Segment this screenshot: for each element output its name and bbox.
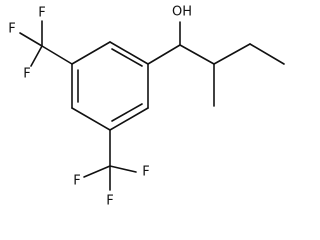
fluorine-label-upper-bottom: F <box>23 67 30 82</box>
fluorine-label-lower-right: F <box>142 165 149 180</box>
side-chain <box>147 21 285 107</box>
bond-ring-to-carbinol <box>147 44 181 65</box>
bond-ring-to-cf3-upper <box>41 45 73 65</box>
atom-labels: OH F F F F F F <box>8 5 192 209</box>
ring-bond-6 <box>71 41 111 65</box>
ring-double-bond-2 <box>111 103 143 122</box>
fluorine-label-lower-left: F <box>73 174 80 189</box>
bond-c-f-upper-left <box>19 32 43 47</box>
bond-carbinol-to-ch <box>179 44 215 65</box>
fluorine-label-upper-left: F <box>8 22 15 37</box>
bond-c-f-lower-left <box>83 165 111 178</box>
benzene-ring <box>71 41 149 131</box>
ring-bond-1 <box>109 41 149 65</box>
chemical-structure: OH F F F F F F <box>8 5 285 209</box>
bond-ch2-to-ch3 <box>249 43 285 65</box>
cf3-group-upper <box>19 20 73 67</box>
ring-bond-3 <box>109 107 149 131</box>
hydroxyl-label: OH <box>172 5 192 20</box>
fluorine-label-lower-bottom: F <box>106 194 113 209</box>
bond-c-f-upper-bottom <box>30 45 43 67</box>
bond-c-f-lower-right <box>109 165 137 173</box>
ring-double-bond-1 <box>111 48 143 67</box>
bond-ch-to-ch2 <box>213 43 251 65</box>
ring-bond-4 <box>71 107 111 131</box>
fluorine-label-upper-top: F <box>38 6 45 21</box>
cf3-group-lower <box>83 129 137 191</box>
